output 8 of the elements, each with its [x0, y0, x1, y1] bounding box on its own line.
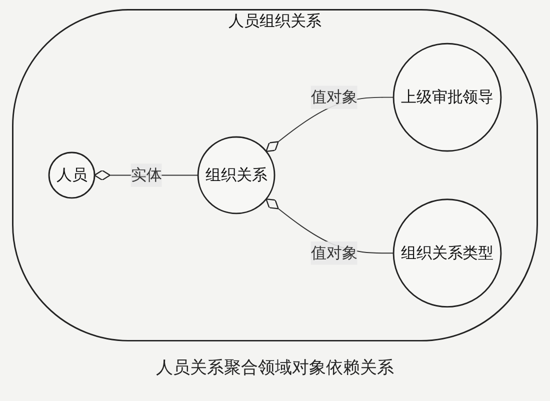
caption: 人员关系聚合领域对象依赖关系: [156, 357, 394, 379]
edge-label: 值对象: [310, 87, 358, 106]
node-circle: 人员: [48, 152, 96, 198]
edge-label: 值对象: [310, 243, 358, 262]
node-circle: 组织关系类型: [392, 198, 502, 308]
node-circle: 组织关系: [197, 136, 276, 214]
edge-label: 实体: [130, 165, 162, 184]
node-circle: 上级审批领导: [392, 42, 502, 152]
